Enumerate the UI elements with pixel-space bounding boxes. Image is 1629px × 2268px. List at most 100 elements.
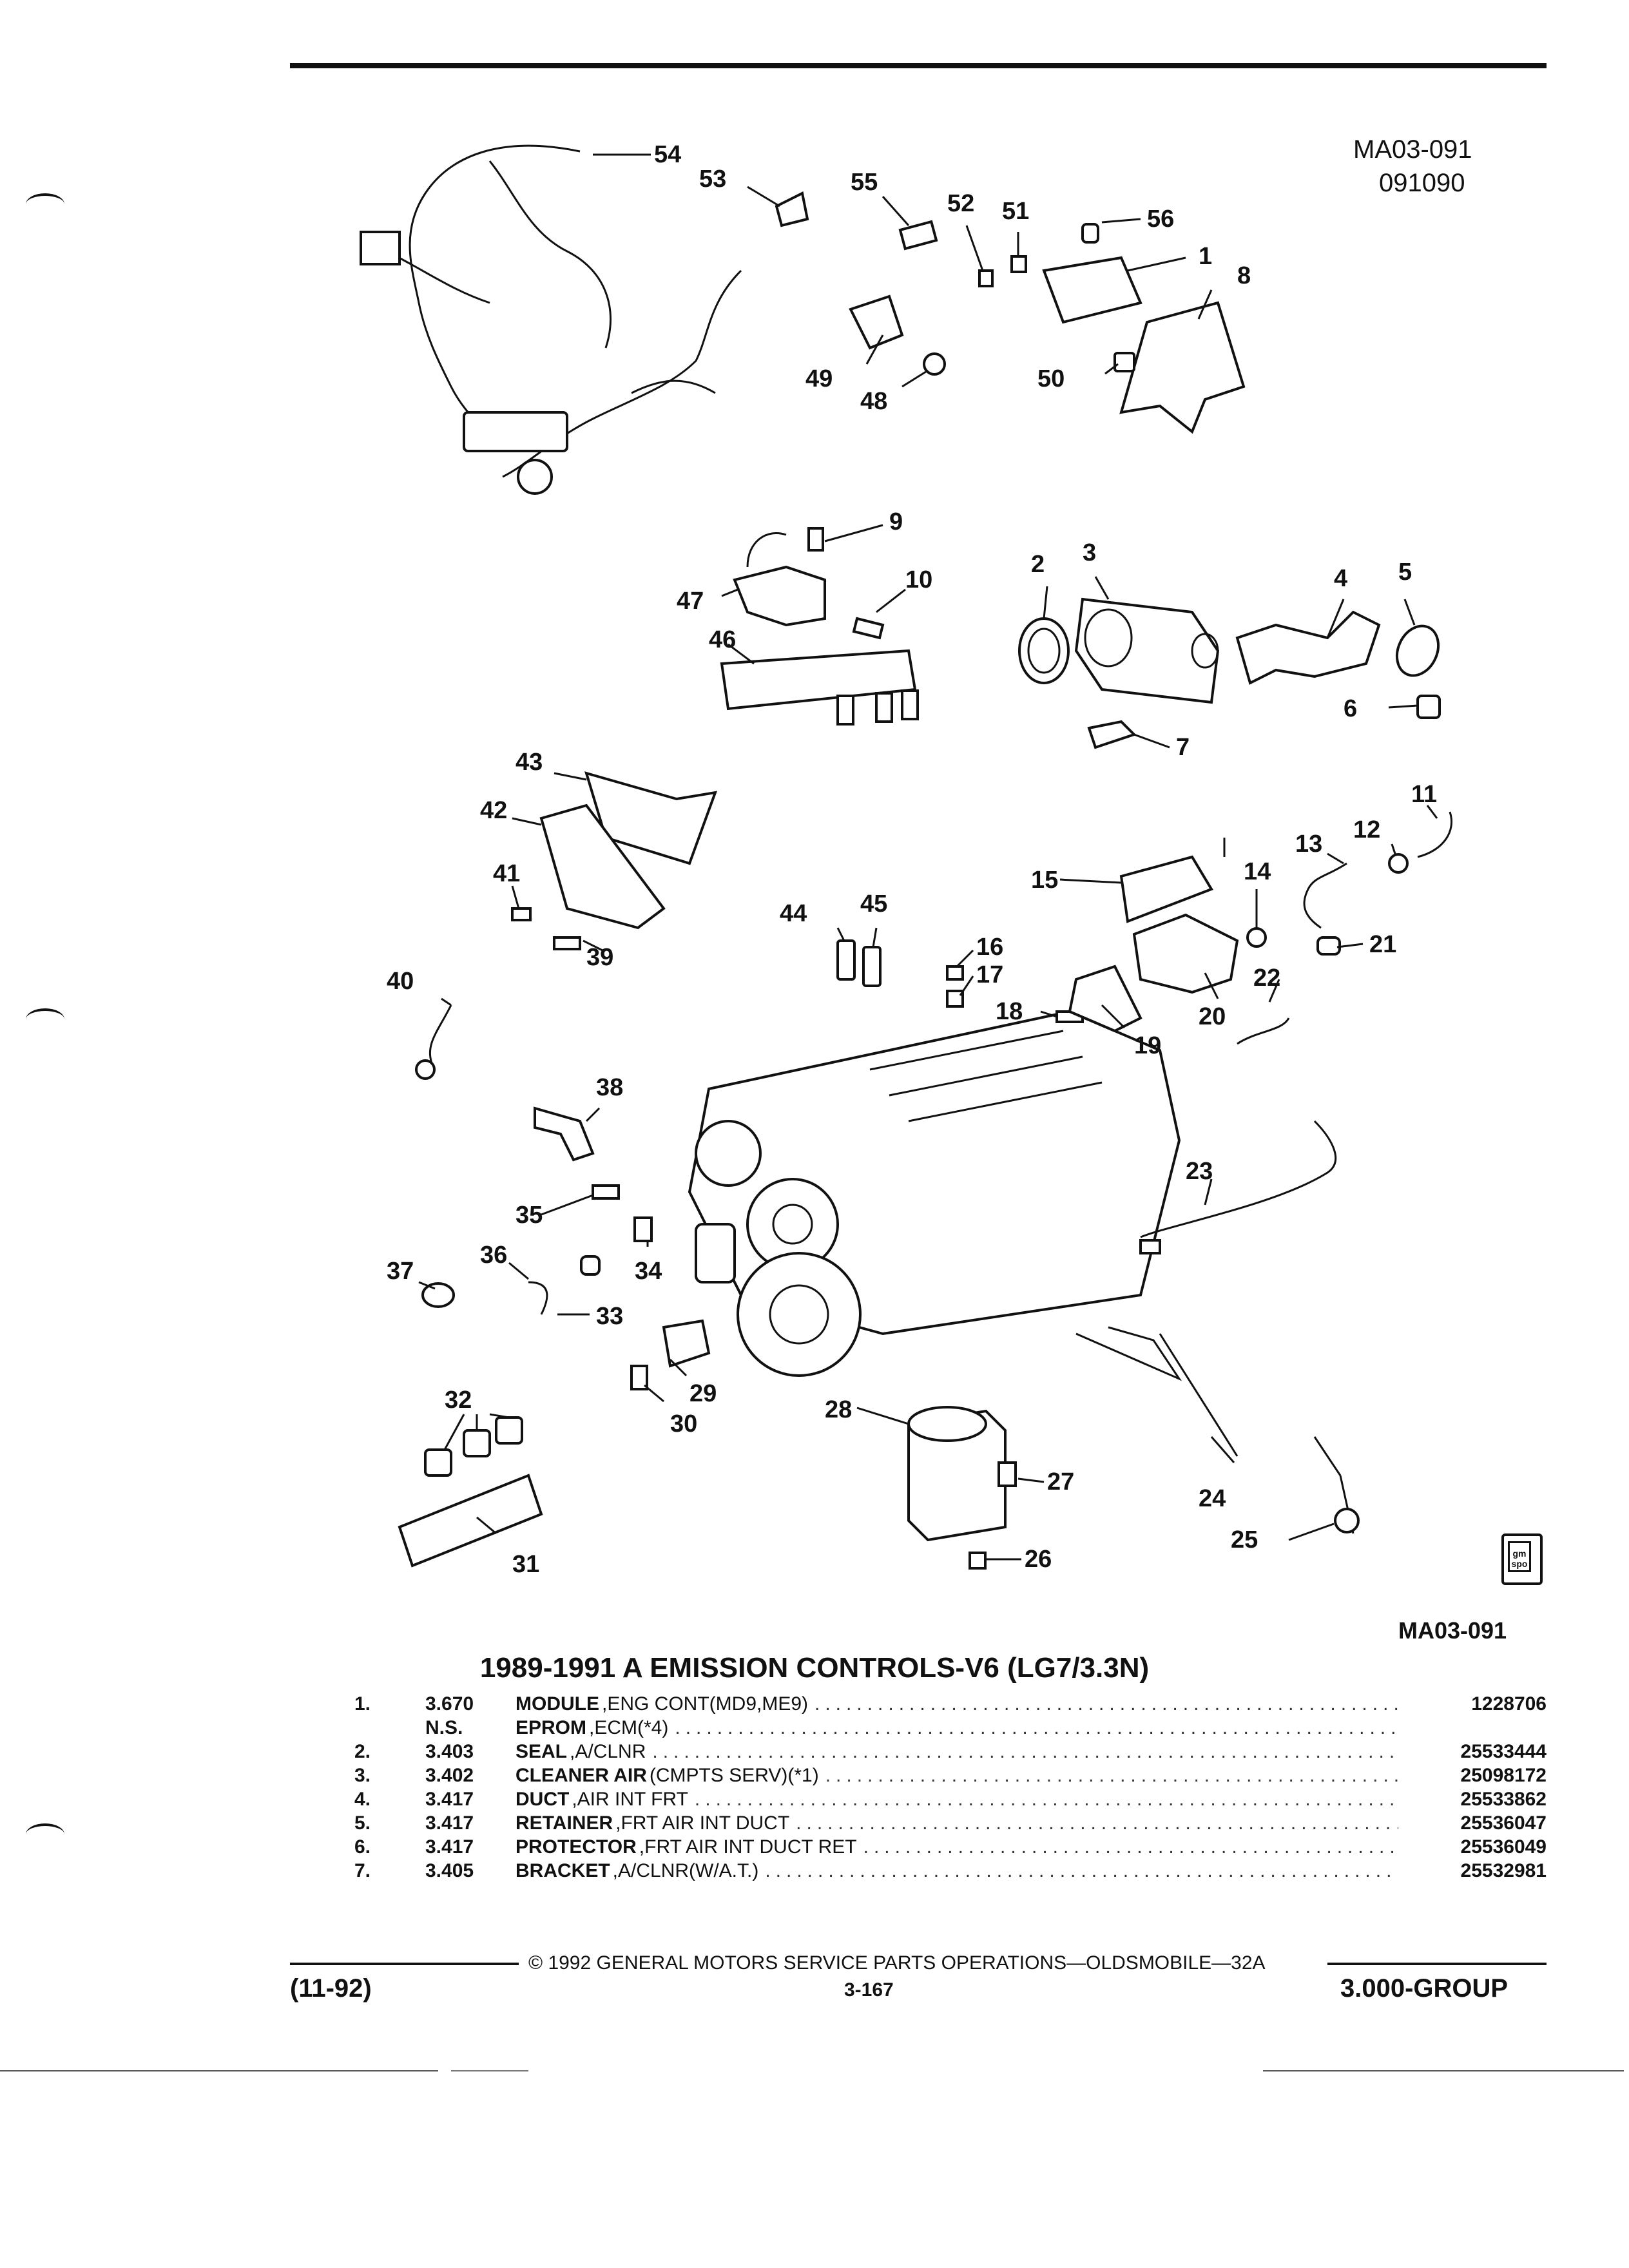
callout-55: 55 xyxy=(851,169,878,196)
part-name: SEAL xyxy=(516,1741,568,1762)
callout-53: 53 xyxy=(699,166,726,193)
callout-19: 19 xyxy=(1134,1032,1161,1059)
part-description: ,ENG CONT(MD9,ME9) xyxy=(602,1693,809,1715)
callout-50: 50 xyxy=(1037,365,1065,392)
part-name: DUCT xyxy=(516,1789,570,1810)
section-title: 1989-1991 A EMISSION CONTROLS-V6 (LG7/3.… xyxy=(479,1652,1150,1684)
part-number: 1228706 xyxy=(1471,1693,1547,1715)
illustration-code-bottom: MA03-091 xyxy=(1398,1617,1507,1644)
item-number: 7. xyxy=(354,1860,371,1881)
callout-42: 42 xyxy=(480,797,507,824)
callout-33: 33 xyxy=(596,1303,623,1330)
callout-21: 21 xyxy=(1369,931,1396,958)
callout-46: 46 xyxy=(709,626,736,653)
callout-48: 48 xyxy=(860,388,887,415)
callout-14: 14 xyxy=(1244,858,1271,885)
wiring-harness xyxy=(360,144,742,495)
group-label: 3.000-GROUP xyxy=(1340,1974,1509,2003)
dot-leader: ........................................… xyxy=(863,1836,1398,1858)
group-number: 3.405 xyxy=(425,1860,474,1881)
callout-12: 12 xyxy=(1353,816,1380,843)
top-rule xyxy=(290,63,1547,68)
callout-30: 30 xyxy=(670,1410,697,1437)
callout-3: 3 xyxy=(1083,539,1096,566)
callout-8: 8 xyxy=(1237,262,1251,289)
callout-43: 43 xyxy=(516,749,543,776)
callout-37: 37 xyxy=(387,1258,414,1285)
callout-6: 6 xyxy=(1344,695,1357,722)
gm-spo-logo: gm spo xyxy=(1501,1533,1543,1585)
parts-row: 5. 3.417 RETAINER ,FRT AIR INT DUCT ....… xyxy=(354,1812,1547,1836)
part-number: 25533444 xyxy=(1460,1741,1547,1762)
scan-edge-line xyxy=(1263,2070,1624,2071)
callout-numbers: 54 53 55 52 51 56 1 8 49 48 50 9 47 10 4… xyxy=(387,141,1437,1578)
margin-mark xyxy=(26,193,64,215)
part-description: ,A/CLNR xyxy=(570,1741,646,1762)
callout-38: 38 xyxy=(596,1074,623,1101)
item-number: 4. xyxy=(354,1789,371,1810)
callout-13: 13 xyxy=(1295,831,1322,858)
item-number: 3. xyxy=(354,1765,371,1786)
illustration-date: 091090 xyxy=(1379,169,1465,197)
callout-15: 15 xyxy=(1031,867,1058,894)
group-number: 3.403 xyxy=(425,1741,474,1762)
callout-4: 4 xyxy=(1334,565,1347,592)
logo-text: gm spo xyxy=(1508,1541,1531,1572)
scan-edge-line xyxy=(0,2070,438,2071)
callout-32: 32 xyxy=(445,1387,472,1414)
part-description: ,ECM(*4) xyxy=(589,1717,669,1738)
callout-54: 54 xyxy=(654,141,681,168)
callout-44: 44 xyxy=(780,900,807,927)
callout-41: 41 xyxy=(493,860,520,887)
dot-leader: ........................................… xyxy=(765,1860,1398,1881)
dot-leader: ........................................… xyxy=(694,1789,1398,1810)
callout-17: 17 xyxy=(976,961,1003,988)
part-name: PROTECTOR xyxy=(516,1836,637,1858)
engine-assembly xyxy=(688,1010,1181,1377)
callout-51: 51 xyxy=(1002,198,1029,225)
footer-rule-left xyxy=(290,1963,519,1965)
group-number: 3.417 xyxy=(425,1789,474,1810)
callout-34: 34 xyxy=(635,1258,662,1285)
callout-45: 45 xyxy=(860,890,887,918)
dot-leader: ........................................… xyxy=(825,1765,1398,1786)
item-number: 6. xyxy=(354,1836,371,1858)
dot-leader: ........................................… xyxy=(675,1717,1398,1738)
parts-row: 6. 3.417 PROTECTOR ,FRT AIR INT DUCT RET… xyxy=(354,1836,1547,1860)
part-number: 25533862 xyxy=(1460,1789,1547,1810)
part-description: ,FRT AIR INT DUCT RET xyxy=(639,1836,857,1858)
callout-1: 1 xyxy=(1199,243,1212,270)
item-number: 1. xyxy=(354,1693,371,1715)
callout-39: 39 xyxy=(586,944,613,971)
parts-row: 7. 3.405 BRACKET ,A/CLNR(W/A.T.) .......… xyxy=(354,1860,1547,1884)
callout-5: 5 xyxy=(1398,559,1412,586)
callout-31: 31 xyxy=(512,1551,539,1578)
parts-row: 1. 3.670 MODULE ,ENG CONT(MD9,ME9) .....… xyxy=(354,1693,1547,1717)
dot-leader: ........................................… xyxy=(815,1693,1398,1715)
callout-20: 20 xyxy=(1199,1003,1226,1030)
callout-16: 16 xyxy=(976,934,1003,961)
callout-35: 35 xyxy=(516,1202,543,1229)
group-number: 3.417 xyxy=(425,1836,474,1858)
callout-26: 26 xyxy=(1025,1546,1052,1573)
revision-date: (11-92) xyxy=(290,1974,372,2003)
callout-9: 9 xyxy=(889,508,903,535)
callout-28: 28 xyxy=(825,1396,852,1423)
part-name: CLEANER AIR xyxy=(516,1765,647,1786)
callout-56: 56 xyxy=(1147,206,1174,233)
callout-36: 36 xyxy=(480,1242,507,1269)
part-name: EPROM xyxy=(516,1717,587,1738)
illustration-code: MA03-091 xyxy=(1353,135,1472,164)
part-description: ,A/CLNR(W/A.T.) xyxy=(612,1860,759,1881)
margin-mark xyxy=(26,1008,64,1030)
part-number: 25536049 xyxy=(1460,1836,1547,1858)
parts-list: 1. 3.670 MODULE ,ENG CONT(MD9,ME9) .....… xyxy=(354,1693,1547,1884)
group-number: 3.670 xyxy=(425,1693,474,1715)
copyright-line: © 1992 GENERAL MOTORS SERVICE PARTS OPER… xyxy=(528,1952,1266,1974)
part-number: 25098172 xyxy=(1460,1765,1547,1786)
callout-25: 25 xyxy=(1231,1526,1258,1553)
callout-52: 52 xyxy=(947,190,974,217)
dot-leader: ........................................… xyxy=(796,1812,1398,1834)
group-number: 3.417 xyxy=(425,1812,474,1834)
callout-23: 23 xyxy=(1186,1158,1213,1185)
